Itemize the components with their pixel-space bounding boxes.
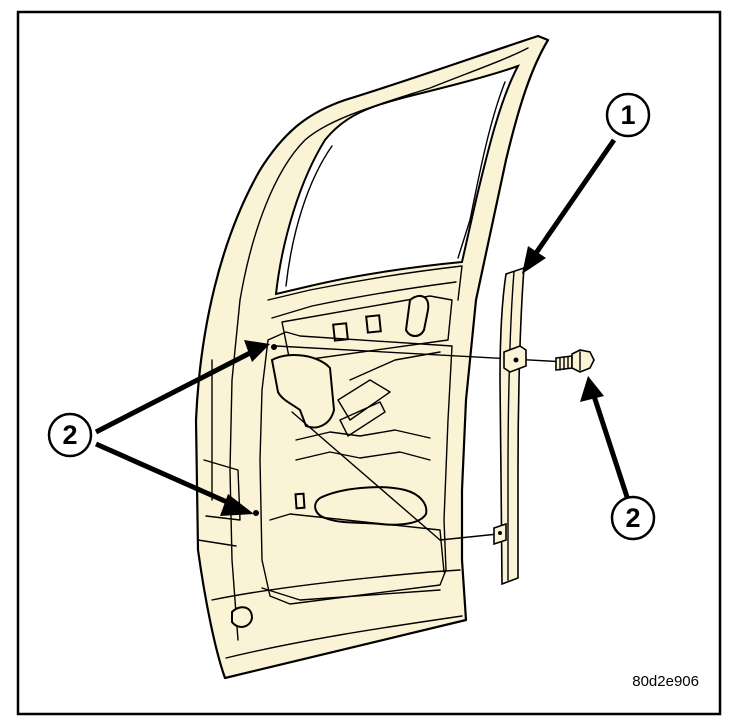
- figure-id: 80d2e906: [632, 673, 699, 690]
- callout-1-label: 1: [620, 100, 635, 130]
- glass-run-channel: [493, 266, 527, 586]
- fastener-hole-upper: [271, 344, 277, 350]
- fastener-hole-lower: [253, 510, 259, 516]
- rear-door: [194, 34, 550, 680]
- callout-1: 1: [605, 92, 651, 138]
- callout-2-right: 2: [610, 495, 656, 541]
- callout-2-right-label: 2: [625, 503, 640, 533]
- callout-arrows: [94, 138, 631, 516]
- bolt: [555, 349, 595, 373]
- callout-2-left: 2: [47, 412, 93, 458]
- callout-2-left-label: 2: [62, 420, 77, 450]
